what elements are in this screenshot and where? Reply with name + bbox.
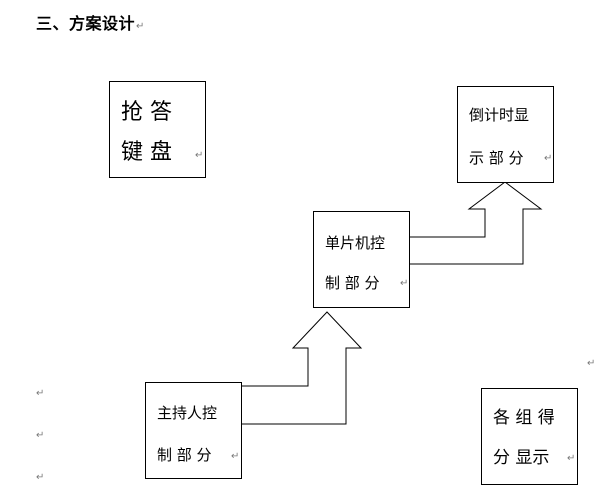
mcu-control-box: 单片机控 制 部 分 ↵	[313, 211, 410, 308]
paragraph-mark: ↵	[231, 451, 240, 462]
paragraph-mark: ↵	[195, 150, 204, 161]
group-score-display-label-line2: 分 显示	[493, 448, 550, 468]
arrow-mcu-to-countdown	[410, 181, 543, 265]
host-control-label-line1: 主持人控	[157, 404, 218, 422]
group-score-display-box: 各 组 得 分 显示 ↵	[481, 388, 578, 485]
paragraph-mark: ↵	[36, 472, 45, 483]
countdown-display-label-line2: 示 部 分	[469, 149, 524, 167]
paragraph-mark: ↵	[544, 153, 553, 164]
host-control-label-line2: 制 部 分	[157, 446, 212, 464]
buzzer-keyboard-label-line1: 抢 答	[121, 100, 172, 125]
countdown-display-label-line1: 倒计时显	[469, 106, 530, 124]
buzzer-keyboard-box: 抢 答 键 盘 ↵	[109, 81, 206, 178]
paragraph-mark: ↵	[400, 278, 409, 289]
section-heading: 三、方案设计↵	[36, 10, 145, 34]
paragraph-mark: ↵	[587, 358, 596, 369]
group-score-display-label-line1: 各 组 得	[493, 408, 555, 428]
mcu-control-label-line2: 制 部 分	[325, 274, 380, 292]
paragraph-mark: ↵	[567, 453, 576, 464]
paragraph-mark: ↵	[136, 21, 145, 32]
buzzer-keyboard-label-line2: 键 盘	[121, 140, 172, 165]
paragraph-mark: ↵	[36, 430, 45, 441]
host-control-box: 主持人控 制 部 分 ↵	[145, 382, 242, 479]
mcu-control-label-line1: 单片机控	[325, 234, 386, 252]
section-heading-text: 三、方案设计	[36, 14, 136, 33]
arrow-host-to-mcu	[242, 311, 363, 425]
paragraph-mark: ↵	[36, 388, 45, 399]
countdown-display-box: 倒计时显 示 部 分 ↵	[457, 86, 554, 183]
